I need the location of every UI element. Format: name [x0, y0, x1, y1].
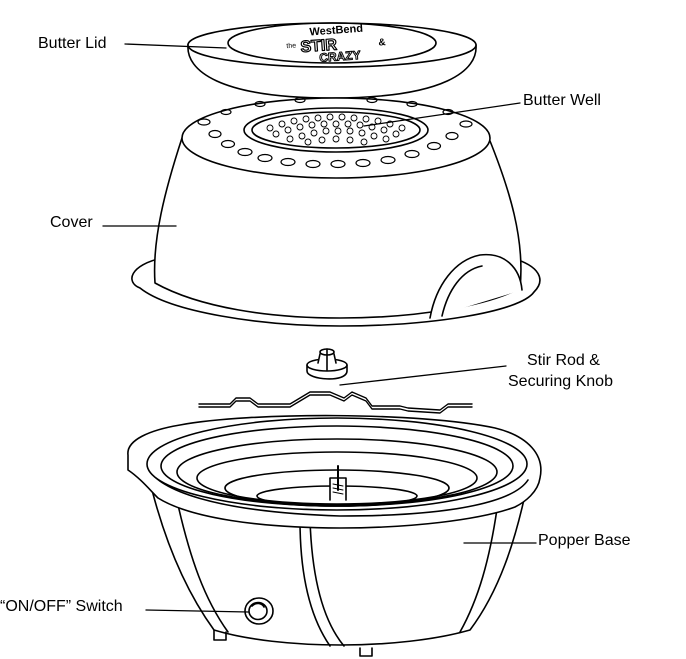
lid-logo-product: STIR [300, 37, 338, 57]
lid-logo: WestBend the STIR & CRAZY [286, 23, 386, 66]
base-center-shaft [329, 465, 347, 501]
on-off-switch [244, 597, 274, 625]
popper-base [127, 414, 542, 657]
securing-knob [306, 348, 348, 380]
butter-lid-label: Butter Lid [38, 35, 107, 52]
butter-lid: WestBend the STIR & CRAZY [187, 22, 477, 99]
lid-logo-small: the [286, 42, 296, 50]
leader-lines [102, 43, 537, 613]
leader-butter-well [363, 102, 521, 127]
cover-vent-holes [197, 96, 473, 169]
leader-butter-lid [124, 43, 227, 49]
leader-switch [145, 609, 249, 613]
stir-rod-label-line2: Securing Knob [508, 373, 613, 390]
popper-base-label: Popper Base [538, 532, 631, 549]
lid-logo-brand: WestBend [309, 23, 363, 39]
cover-label: Cover [50, 214, 93, 231]
lid-logo-amp: & [378, 37, 386, 48]
on-off-switch-label: “ON/OFF” Switch [0, 598, 123, 615]
leader-stir-rod [339, 365, 507, 386]
lid-logo-bottom: CRAZY [319, 48, 361, 65]
stir-rod-label-line1: Stir Rod & [527, 352, 600, 369]
stir-rod [198, 391, 473, 414]
butter-well [243, 107, 429, 153]
cover [131, 96, 541, 327]
butter-well-label: Butter Well [523, 92, 601, 109]
